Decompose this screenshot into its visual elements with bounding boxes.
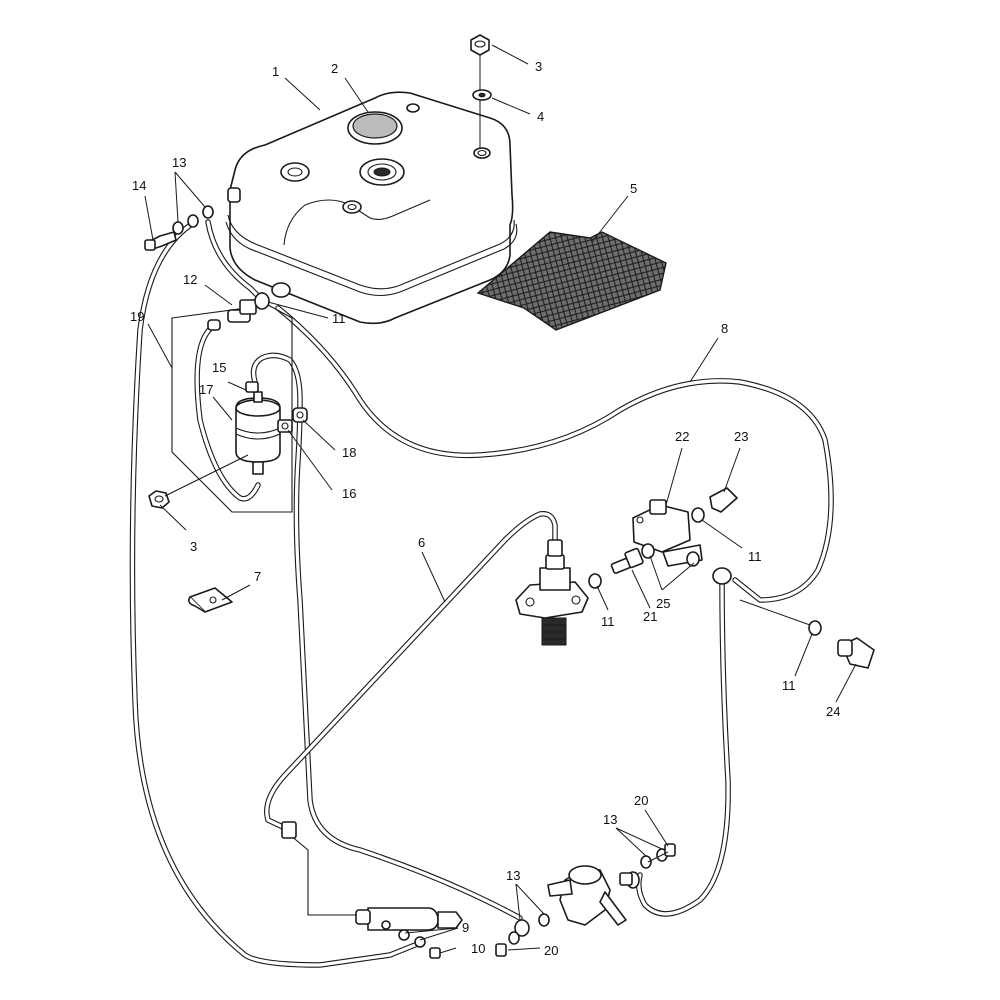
hose-end-connector: [712, 567, 732, 585]
callout-16: 16: [342, 486, 356, 501]
callout-9: 9: [462, 920, 469, 935]
callout-22: 22: [675, 429, 689, 444]
banjo-bolt-24: [739, 599, 875, 669]
pipe-nut-lower: [281, 821, 297, 839]
distribution-block-22: [632, 499, 703, 567]
mesh-pad: [476, 231, 667, 331]
callout-23: 23: [734, 429, 748, 444]
callout-11-tank: 11: [332, 311, 346, 326]
callout-13-left: 13: [506, 868, 520, 883]
fitting-23: [691, 487, 738, 523]
callout-10: 10: [471, 941, 485, 956]
leader-lines: [144, 44, 857, 954]
callout-18: 18: [342, 445, 356, 460]
callout-2: 2: [331, 61, 338, 76]
bracket-7: [188, 587, 233, 613]
callout-12: 12: [183, 272, 197, 287]
fuel-lines: [129, 219, 834, 968]
callout-11-block: 11: [748, 549, 762, 564]
callout-17: 17: [199, 382, 213, 397]
banjo-hardware-left: [495, 913, 550, 957]
fuel-filter: [207, 319, 293, 475]
callout-14: 14: [132, 178, 146, 193]
fuel-feed-pump: [547, 865, 640, 926]
callout-11-pump: 11: [601, 614, 615, 629]
callout-5: 5: [630, 181, 637, 196]
callout-11-bolt: 11: [782, 678, 796, 693]
callout-19: 19: [130, 309, 144, 324]
banjo-bolt-14: [144, 205, 214, 251]
clamp-18: [292, 407, 308, 423]
washer-11-tank: [254, 292, 270, 310]
callout-24: 24: [826, 704, 840, 719]
callout-3-lower: 3: [190, 539, 197, 554]
injection-pump: [515, 539, 589, 646]
callout-13-top: 13: [172, 155, 186, 170]
callout-21: 21: [643, 609, 657, 624]
callout-20-left: 20: [544, 943, 558, 958]
callout-15: 15: [212, 360, 226, 375]
callout-4: 4: [537, 109, 544, 124]
nut-3-lower: [148, 454, 249, 509]
callout-numbers: 1 2 3 4 5 13 14 12 11 19 15 17 18 16 3 7…: [130, 59, 840, 958]
banjo-bolt-21: [588, 543, 700, 589]
callout-6: 6: [418, 535, 425, 550]
callout-20-right: 20: [634, 793, 648, 808]
callout-1: 1: [272, 64, 279, 79]
fuel-tank: [225, 91, 518, 325]
callout-3-top: 3: [535, 59, 542, 74]
callout-25: 25: [656, 596, 670, 611]
callout-7: 7: [254, 569, 261, 584]
callout-13-right: 13: [603, 812, 617, 827]
tank-hold-down-hardware: [470, 34, 492, 148]
callout-8: 8: [721, 321, 728, 336]
